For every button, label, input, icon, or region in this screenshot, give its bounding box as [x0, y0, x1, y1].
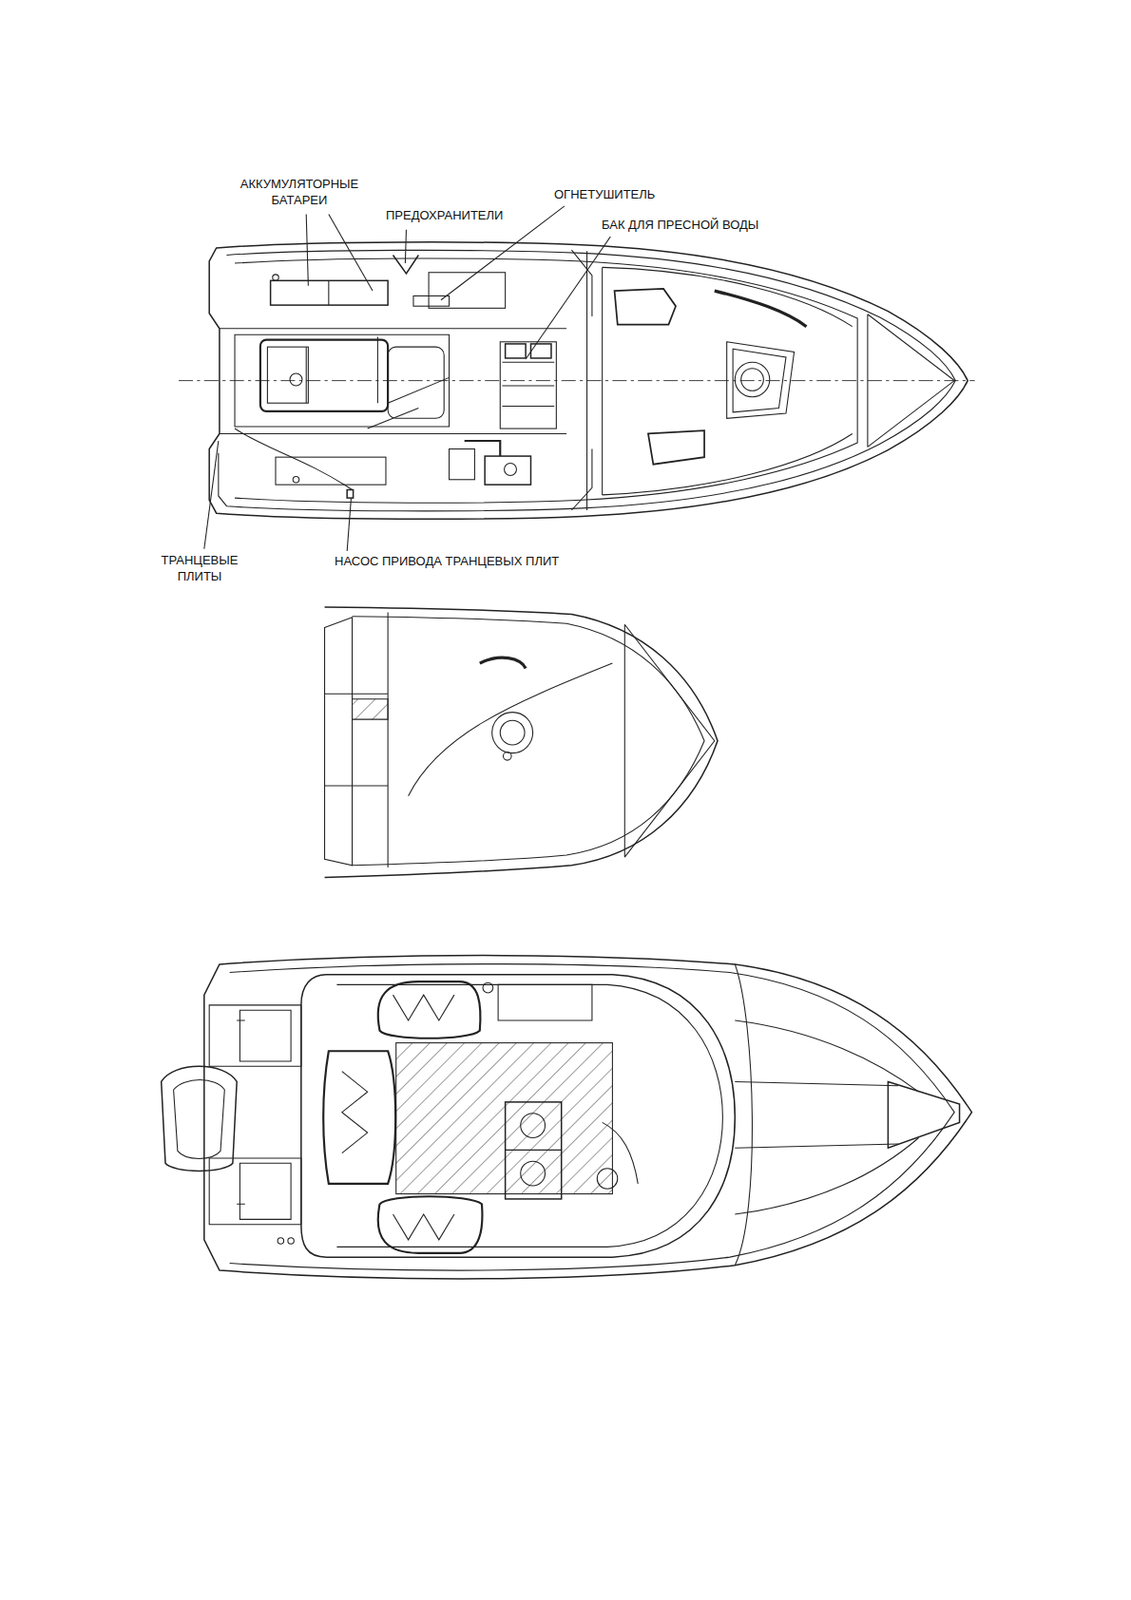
boat-deck-view-part: [236, 1020, 246, 1205]
hull-plan-view-part: [292, 477, 299, 483]
bow-section-view-part: [325, 617, 353, 866]
bow-section-view-part: [352, 616, 706, 866]
hull-plan-view-part: [289, 373, 303, 386]
hull-plan-view-part: [741, 368, 765, 392]
hull-plan-view-part: [602, 267, 853, 495]
boat-deck-view-part: [520, 1113, 546, 1139]
boat-deck-view-part: [204, 956, 973, 1280]
boat-deck-view-part: [887, 1081, 959, 1149]
hull-plan-view-part: [449, 449, 476, 480]
bow-section-view-part: [408, 663, 614, 797]
boat-deck-view-part: [734, 964, 752, 1266]
boat-deck-view-part: [239, 1010, 291, 1220]
hull-plan-view-part: [504, 463, 518, 477]
hull-plan-view-part: [234, 408, 419, 491]
boat-deck-view-part: [378, 981, 481, 1039]
boat-deck-view-part: [323, 1051, 396, 1185]
boat-deck-view-part: [277, 1238, 284, 1245]
boat-deck-view: [161, 956, 973, 1280]
boat-deck-view-part: [734, 1020, 919, 1215]
hull-plan-view: [178, 242, 976, 519]
hull-plan-view-part: [270, 280, 389, 306]
hull-plan-view-part: [484, 456, 531, 485]
boat-deck-view-part: [161, 1066, 237, 1171]
callout-label: БАК ДЛЯ ПРЕСНОЙ ВОДЫ: [599, 216, 761, 233]
leader-lines-part: [404, 230, 406, 264]
hull-plan-view-part: [428, 272, 506, 309]
leader-lines: [204, 206, 611, 552]
leader-lines-part: [306, 214, 308, 287]
leader-lines-part: [204, 440, 219, 550]
bow-section-view-part: [479, 657, 526, 669]
boat-deck-view-part: [482, 982, 494, 994]
leader-lines-part: [525, 236, 611, 360]
boat-deck-view-part: [230, 964, 956, 1271]
hull-plan-view-part: [464, 440, 501, 457]
hull-plan-view-part: [346, 490, 353, 499]
boat-deck-view-part: [396, 1043, 614, 1195]
callout-label: ТРАНЦЕВЫЕ ПЛИТЫ: [145, 552, 254, 585]
boat-deck-view-part: [596, 1169, 617, 1189]
bow-section-view-part: [492, 712, 534, 754]
hull-plan-view-part: [178, 380, 976, 382]
callout-label: ПРЕДОХРАНИТЕЛИ: [383, 207, 505, 224]
boat-deck-view-part: [173, 1080, 226, 1160]
callout-label: ОГНЕТУШИТЕЛЬ: [552, 186, 657, 203]
hull-plan-view-part: [260, 340, 388, 412]
hull-plan-view-part: [505, 344, 526, 359]
bow-section-view-part: [624, 624, 715, 858]
callout-label: АККУМУЛЯТОРНЫЕ БАТАРЕИ: [230, 175, 368, 209]
hull-plan-view-part: [501, 362, 555, 406]
bow-section-view-part: [352, 699, 389, 720]
bow-section-view-part: [325, 607, 718, 879]
hull-plan-view-part: [267, 346, 308, 403]
boat-deck-view-part: [301, 975, 735, 1258]
hull-plan-view-part: [327, 280, 329, 306]
boat-deck-view-part: [287, 1238, 294, 1245]
boat-deck-view-part: [520, 1161, 546, 1187]
callout-label: НАСОС ПРИВОДА ТРАНЦЕВЫХ ПЛИТ: [332, 553, 561, 570]
hull-plan-view-part: [272, 274, 279, 281]
boat-deck-view-part: [602, 1122, 639, 1184]
hull-plan-view-part: [648, 430, 705, 464]
hull-plan-view-part: [727, 342, 795, 420]
hull-plan-view-part: [530, 344, 551, 359]
boat-deck-view-part: [498, 984, 593, 1021]
hull-plan-view-part: [714, 290, 807, 327]
hull-plan-view-part: [614, 288, 676, 326]
leader-lines-part: [328, 214, 373, 292]
hull-plan-view-part: [275, 457, 386, 485]
leader-lines-part: [346, 498, 351, 552]
bow-section-view-part: [325, 612, 389, 867]
bow-section-view-part: [499, 720, 525, 746]
bow-section-view: [325, 607, 718, 879]
boat-deck-view-part: [209, 1005, 302, 1226]
hull-plan-view-part: [734, 362, 770, 398]
bow-section-view-part: [502, 752, 512, 762]
boat-deck-view-part: [505, 1150, 562, 1151]
boat-deck-view-part: [505, 1102, 562, 1200]
hull-plan-view-part: [306, 336, 449, 403]
